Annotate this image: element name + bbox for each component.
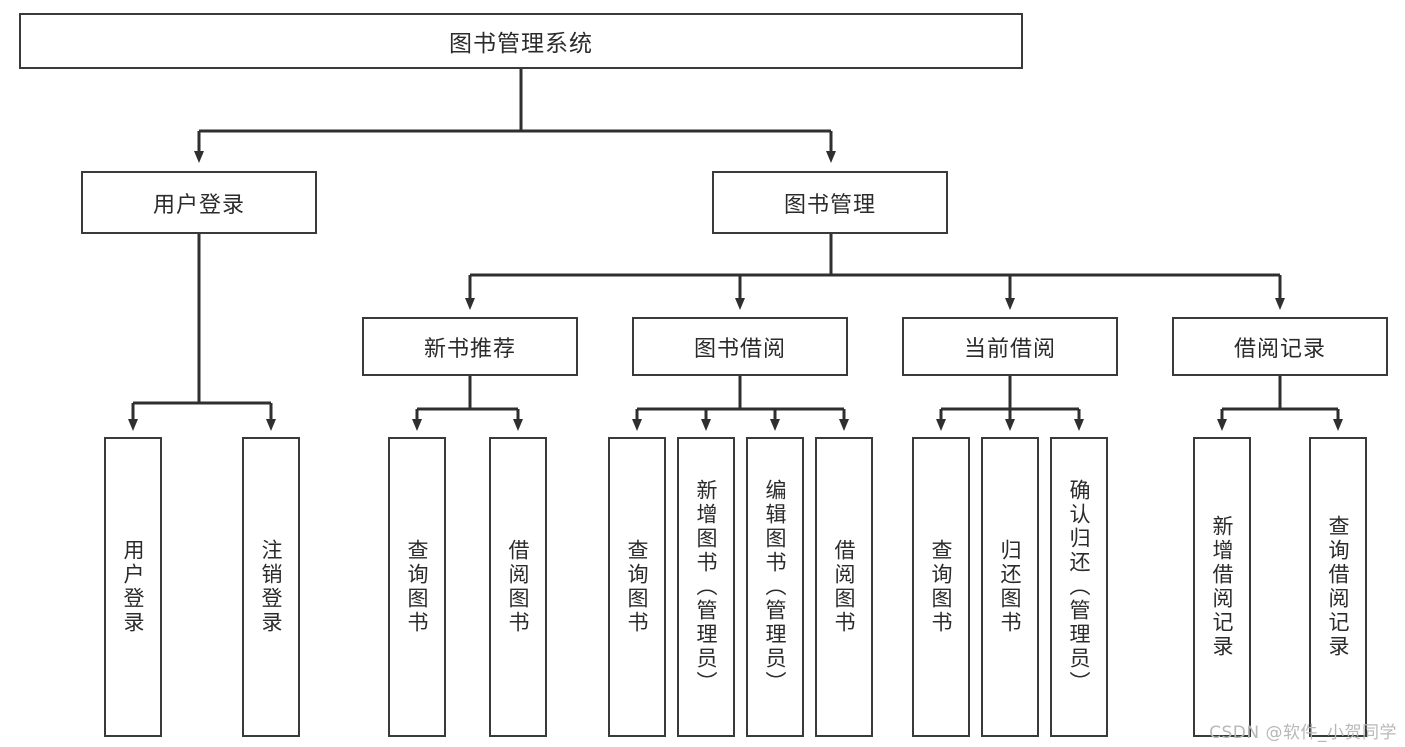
node-current-borrow[interactable]: 当前借阅 — [902, 317, 1118, 376]
node-book-manage-label: 图书管理 — [783, 192, 876, 218]
leaf-label: 用户登录 — [121, 539, 146, 635]
leaf-label: 注销登录 — [259, 539, 284, 635]
node-leaf-query-record[interactable]: 查询借阅记录 — [1309, 437, 1367, 737]
leaf-label: 借阅图书 — [832, 539, 857, 635]
csdn-watermark: CSDN @软件_小贺同学 — [1209, 723, 1397, 743]
node-user-login[interactable]: 用户登录 — [81, 171, 317, 234]
node-leaf-borrow-book-1[interactable]: 借阅图书 — [489, 437, 547, 737]
node-book-borrow[interactable]: 图书借阅 — [632, 317, 848, 376]
node-borrow-record[interactable]: 借阅记录 — [1172, 317, 1388, 376]
node-leaf-borrow-book-2[interactable]: 借阅图书 — [815, 437, 873, 737]
leaf-label: 查询借阅记录 — [1326, 515, 1351, 659]
node-current-borrow-label: 当前借阅 — [963, 336, 1056, 362]
node-leaf-user-login[interactable]: 用户登录 — [104, 437, 162, 737]
node-leaf-confirm-return[interactable]: 确认归还（管理员） — [1050, 437, 1108, 737]
node-new-book-rec[interactable]: 新书推荐 — [362, 317, 578, 376]
node-leaf-query-book-1[interactable]: 查询图书 — [388, 437, 446, 737]
node-leaf-query-book-2[interactable]: 查询图书 — [608, 437, 666, 737]
node-root[interactable]: 图书管理系统 — [19, 13, 1023, 69]
leaf-label: 查询图书 — [929, 539, 954, 635]
node-book-manage[interactable]: 图书管理 — [712, 171, 948, 234]
node-book-borrow-label: 图书借阅 — [693, 336, 786, 362]
leaf-label: 归还图书 — [998, 539, 1023, 635]
node-leaf-query-book-3[interactable]: 查询图书 — [912, 437, 970, 737]
leaf-label: 查询图书 — [625, 539, 650, 635]
leaf-label: 新增图书（管理员） — [694, 479, 719, 695]
leaf-label: 新增借阅记录 — [1210, 515, 1235, 659]
leaf-label: 查询图书 — [405, 539, 430, 635]
node-new-book-rec-label: 新书推荐 — [423, 336, 516, 362]
leaf-label: 编辑图书（管理员） — [763, 479, 788, 695]
node-leaf-add-book[interactable]: 新增图书（管理员） — [677, 437, 735, 737]
node-user-login-label: 用户登录 — [152, 192, 245, 218]
node-leaf-edit-book[interactable]: 编辑图书（管理员） — [746, 437, 804, 737]
node-root-label: 图书管理系统 — [449, 31, 593, 57]
node-leaf-return-book[interactable]: 归还图书 — [981, 437, 1039, 737]
node-leaf-add-record[interactable]: 新增借阅记录 — [1193, 437, 1251, 737]
node-leaf-user-logout[interactable]: 注销登录 — [242, 437, 300, 737]
leaf-label: 借阅图书 — [506, 539, 531, 635]
leaf-label: 确认归还（管理员） — [1067, 479, 1092, 695]
node-borrow-record-label: 借阅记录 — [1233, 336, 1326, 362]
